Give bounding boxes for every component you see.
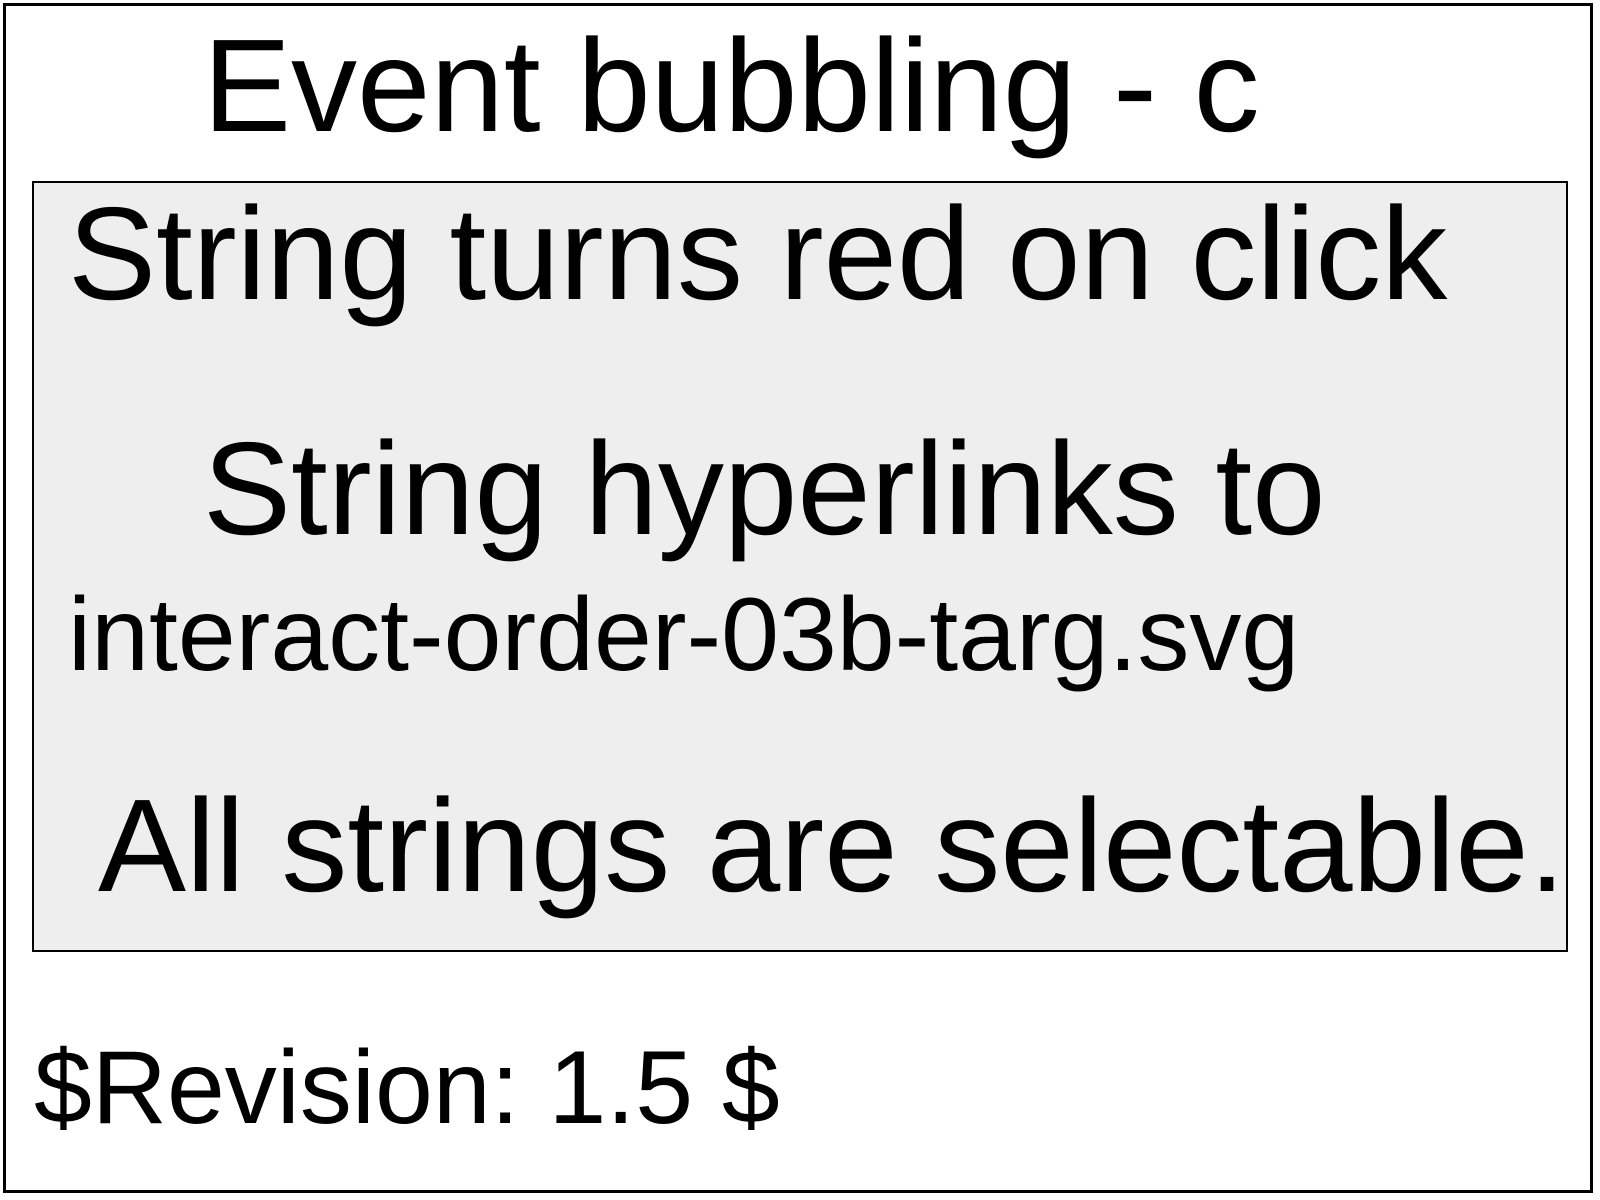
hyperlink-string-line-1[interactable]: String hyperlinks to: [203, 415, 1326, 562]
page-title: Event bubbling - c: [203, 12, 1260, 159]
selectable-note[interactable]: All strings are selectable.: [98, 772, 1566, 919]
revision-label: $Revision: 1.5 $: [34, 1030, 780, 1146]
content-panel: [32, 181, 1568, 952]
hyperlink-string-line-2[interactable]: interact-order-03b-targ.svg: [68, 577, 1300, 693]
red-on-click-string[interactable]: String turns red on click: [68, 180, 1448, 327]
